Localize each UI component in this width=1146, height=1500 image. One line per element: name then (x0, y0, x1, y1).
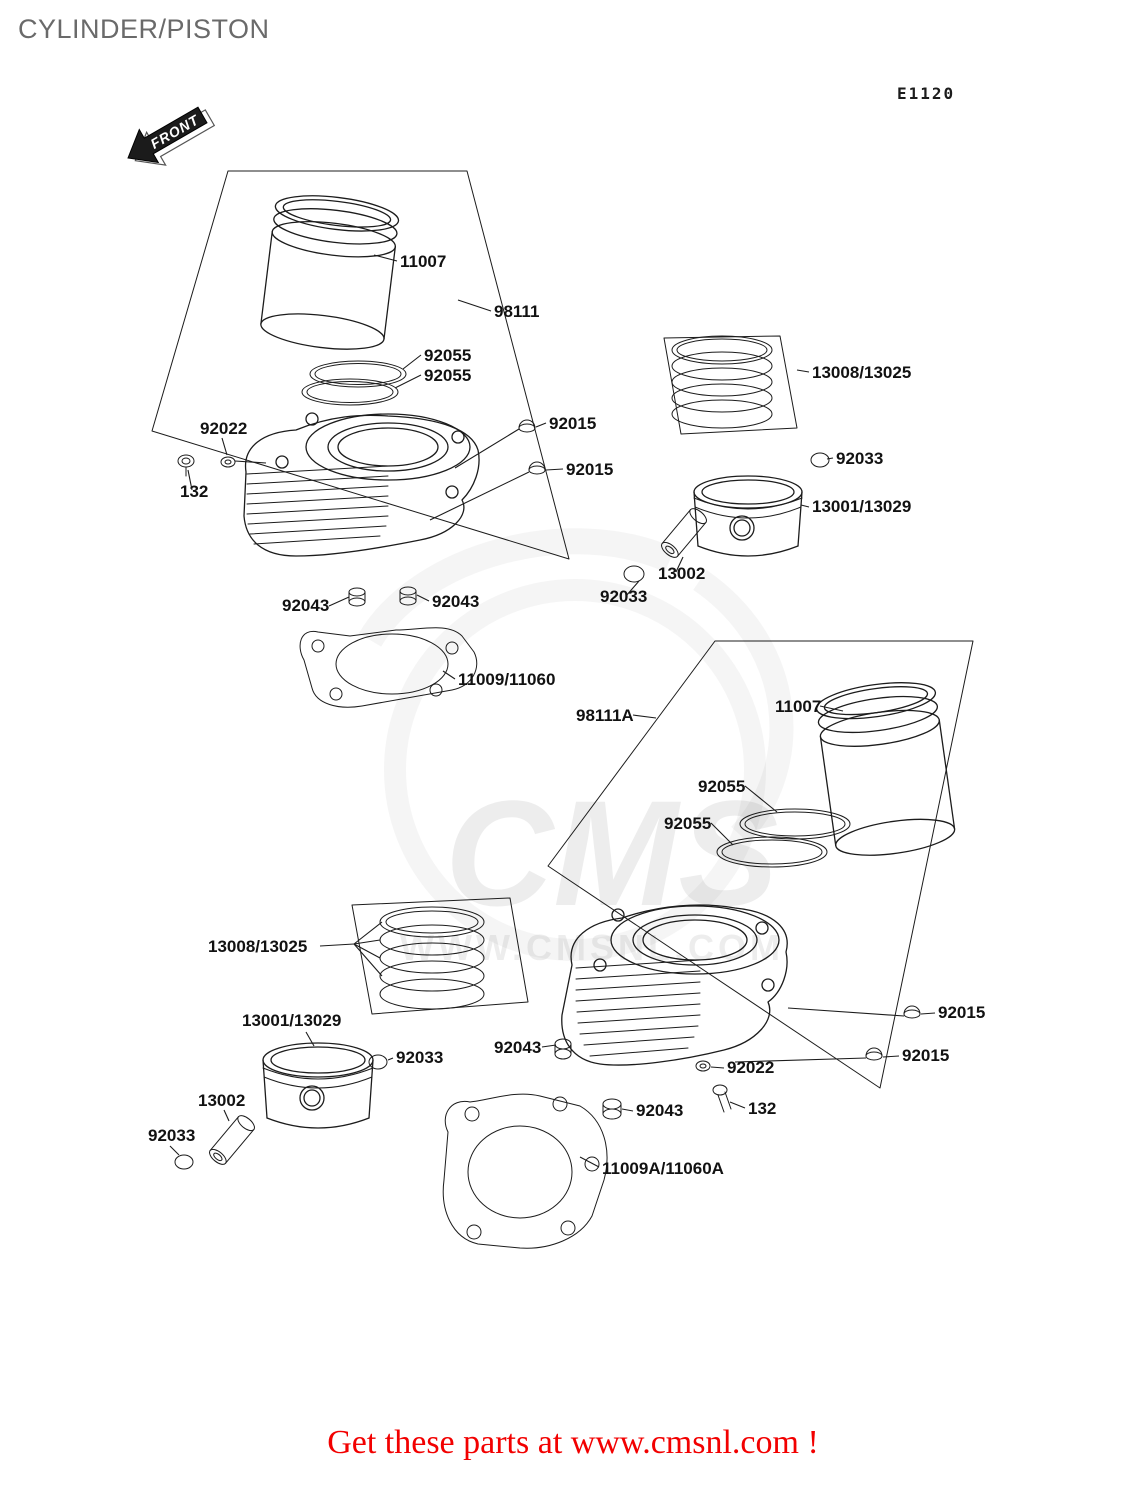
part-label-oring-front-1[interactable]: 92055 (424, 346, 471, 365)
part-label-oring-front-2[interactable]: 92055 (424, 366, 471, 385)
front-rings-drawing (663, 335, 798, 435)
part-label-cap-rear-2[interactable]: 92015 (902, 1046, 949, 1065)
part-label-cap-front-2[interactable]: 92015 (566, 460, 613, 479)
rear-pin-drawing (209, 1115, 255, 1165)
part-label-bolt-rear[interactable]: 132 (748, 1099, 776, 1118)
front-bolt-drawing (177, 454, 195, 477)
part-label-rings-front[interactable]: 13008/13025 (812, 363, 911, 382)
front-circlip-2-drawing (623, 565, 645, 583)
front-cap-nuts-drawing (518, 419, 546, 475)
leader-lines (169, 254, 936, 1168)
rear-orings-drawing (716, 808, 851, 868)
part-label-oring-rear-1[interactable]: 92055 (698, 777, 745, 796)
part-label-cap-front-1[interactable]: 92015 (549, 414, 596, 433)
part-label-circlip-rear-1[interactable]: 92033 (396, 1048, 443, 1067)
front-washer-drawing (220, 456, 236, 468)
part-label-liner-front[interactable]: 11007 (400, 252, 446, 271)
part-label-oring-rear-2[interactable]: 92055 (664, 814, 711, 833)
front-dowels-drawing (348, 586, 417, 607)
part-label-circlip-front-1[interactable]: 92033 (836, 449, 883, 468)
front-group-frame (151, 170, 570, 560)
front-piston-drawing (693, 475, 803, 557)
part-label-cylinder-front[interactable]: 98111 (494, 302, 539, 321)
part-label-dowel-rear-1[interactable]: 92043 (494, 1038, 541, 1057)
part-label-dowel-front-1[interactable]: 92043 (282, 596, 329, 615)
part-label-cylinder-rear[interactable]: 98111A (576, 706, 634, 725)
rear-cylinder-drawing (561, 904, 788, 1066)
part-label-gasket-front[interactable]: 11009/11060 (458, 670, 555, 689)
part-label-pin-front[interactable]: 13002 (658, 564, 705, 583)
rear-circlip-2-drawing (174, 1154, 194, 1170)
part-label-cap-rear-1[interactable]: 92015 (938, 1003, 985, 1022)
front-orings-drawing (301, 360, 407, 406)
part-label-pin-rear[interactable]: 13002 (198, 1091, 245, 1110)
part-label-circlip-front-2[interactable]: 92033 (600, 587, 647, 606)
rear-dowels-drawing (554, 1038, 622, 1120)
part-label-gasket-rear[interactable]: 11009A/11060A (602, 1159, 724, 1178)
front-liner-drawing (260, 195, 400, 350)
part-label-liner-rear[interactable]: 11007 (775, 697, 821, 716)
part-label-piston-rear[interactable]: 13001/13029 (242, 1011, 341, 1030)
rear-circlip-1-drawing (368, 1054, 388, 1070)
rear-cap-nuts-drawing (865, 1005, 921, 1061)
part-label-bolt-front[interactable]: 132 (180, 482, 208, 501)
part-label-rings-rear[interactable]: 13008/13025 (208, 937, 307, 956)
front-pin-drawing (661, 508, 707, 558)
rear-washer-drawing (695, 1060, 711, 1072)
diagram-code: E1120 (897, 84, 956, 103)
rear-gasket-drawing (442, 1093, 608, 1249)
rear-bolt-drawing (712, 1084, 732, 1113)
front-cylinder-drawing (243, 412, 480, 557)
front-gasket-drawing (299, 627, 478, 708)
part-label-dowel-rear-2[interactable]: 92043 (636, 1101, 683, 1120)
front-circlip-1-drawing (810, 452, 830, 468)
page-title: CYLINDER/PISTON (18, 14, 270, 44)
rear-group-frame (547, 640, 974, 1089)
part-label-washer-rear[interactable]: 92022 (727, 1058, 774, 1077)
rear-liner-drawing (815, 682, 956, 856)
front-direction-arrow: FRONT (127, 106, 216, 166)
part-label-dowel-front-2[interactable]: 92043 (432, 592, 479, 611)
footer-promo-link[interactable]: Get these parts at www.cmsnl.com ! (327, 1424, 819, 1461)
rear-piston-drawing (262, 1042, 374, 1129)
part-labels: 11007 98111 92055 92055 92022 92015 9201… (148, 252, 985, 1178)
part-label-circlip-rear-2[interactable]: 92033 (148, 1126, 195, 1145)
part-label-washer-front[interactable]: 92022 (200, 419, 247, 438)
part-label-piston-front[interactable]: 13001/13029 (812, 497, 911, 516)
